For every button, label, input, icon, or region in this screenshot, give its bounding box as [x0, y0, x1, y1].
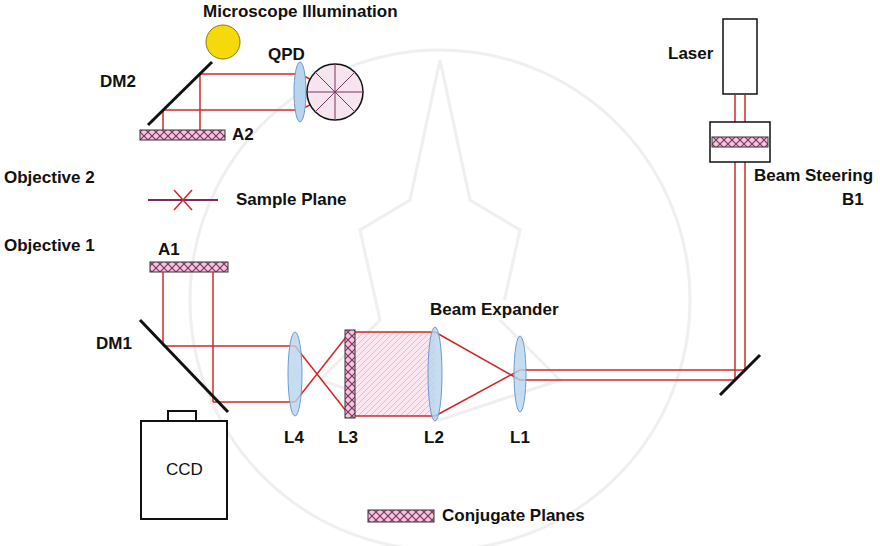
expanded-beam — [350, 332, 435, 416]
dichroic-mirror — [140, 320, 228, 412]
lens-label: L1 — [510, 428, 530, 448]
ccd-camera: CCD — [140, 420, 228, 520]
conjugate-plane — [345, 330, 355, 418]
conjugate-plane — [150, 262, 228, 272]
lens-label: L3 — [338, 428, 358, 448]
unit-label: Beam Steering — [752, 166, 875, 186]
plane-label: Sample Plane — [236, 190, 347, 210]
objective-label: Objective 2 — [4, 168, 95, 188]
lens-label: L2 — [424, 428, 444, 448]
conjugate-plane — [712, 137, 768, 147]
illumination-source: Microscope Illumination — [203, 2, 423, 64]
mirror-label: DM1 — [96, 334, 132, 354]
objective-label: Objective 1 — [4, 236, 95, 256]
mirror-label: DM2 — [100, 72, 136, 92]
aperture-label: A1 — [158, 240, 180, 260]
lens — [428, 327, 442, 421]
legend-text: Conjugate Planes — [442, 506, 585, 526]
focus-cross — [174, 190, 192, 210]
lens — [514, 336, 526, 412]
laser-beam — [163, 95, 745, 416]
quadrant-photodiode: QPD — [268, 45, 368, 125]
lens-label: L4 — [284, 428, 304, 448]
illumination-source-symbol — [205, 24, 241, 60]
node-label: QPD — [268, 45, 305, 65]
group-label: Beam Expander — [428, 300, 561, 320]
watermark-seal — [190, 50, 690, 546]
node-label: Laser — [668, 44, 713, 64]
quadrant-photodiode-symbol — [305, 62, 365, 122]
node-label: Microscope Illumination — [203, 2, 398, 22]
lens — [294, 62, 306, 122]
beam-steering-box — [710, 122, 770, 162]
conjugate-plane — [140, 130, 225, 140]
node-label: CCD — [166, 460, 203, 480]
legend-swatch — [368, 510, 434, 522]
laser-source-symbol — [722, 18, 758, 95]
laser-source: Laser — [668, 18, 760, 96]
lens — [288, 332, 302, 416]
aperture-label: A2 — [232, 125, 254, 145]
steering-mirror — [720, 355, 760, 395]
dichroic-mirror — [148, 62, 212, 125]
focus-cross — [174, 190, 192, 210]
unit-label: B1 — [840, 190, 866, 210]
